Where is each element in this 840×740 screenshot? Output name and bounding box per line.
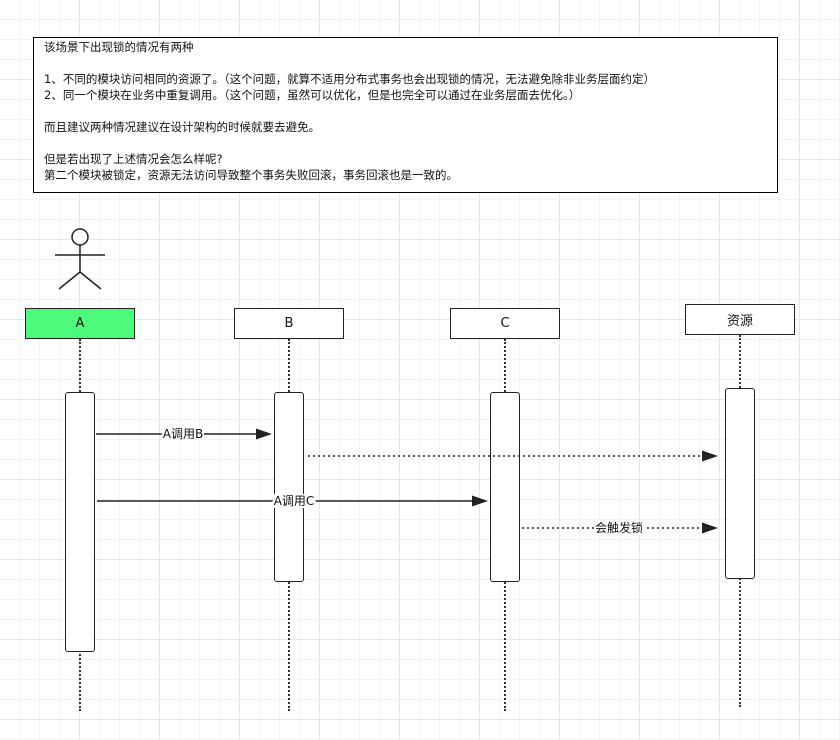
activation-c[interactable] [490,392,520,582]
participant-a[interactable]: A [25,308,135,339]
participant-resource[interactable]: 资源 [685,304,795,335]
note-line: 1、不同的模块访问相同的资源了。（这个问题，就算不适用分布式事务也会出现锁的情况… [44,72,656,86]
note-line: 第二个模块被锁定，资源无法访问导致整个事务失败回滚，事务回滚也是一致的。 [44,168,458,182]
participant-resource-label: 资源 [726,314,753,329]
participant-c-label: C [500,316,510,331]
note-line: 而且建议两种情况建议在设计架构的时候就要去避免。 [44,120,320,134]
activation-a[interactable] [65,392,95,652]
participant-b-label: B [284,316,294,331]
note-line: 该场景下出现锁的情况有两种 [44,40,194,54]
activation-b[interactable] [274,392,304,582]
message-a-calls-c-label: A调用C [272,494,316,508]
activation-resource[interactable] [725,388,755,579]
message-trigger-lock-label: 会触发锁 [593,521,645,535]
participant-a-label: A [75,316,85,331]
note-box: 该场景下出现锁的情况有两种 1、不同的模块访问相同的资源了。（这个问题，就算不适… [33,37,778,193]
participant-b[interactable]: B [234,308,344,339]
message-a-calls-b-label: A调用B [161,427,205,441]
note-line: 但是若出现了上述情况会怎么样呢? [44,152,223,166]
message-b-to-resource-arrow[interactable] [308,450,718,462]
participant-c[interactable]: C [450,308,560,339]
note-line: 2、同一个模块在业务中重复调用。（这个问题，虽然可以优化，但是也完全可以通过在业… [44,88,581,102]
